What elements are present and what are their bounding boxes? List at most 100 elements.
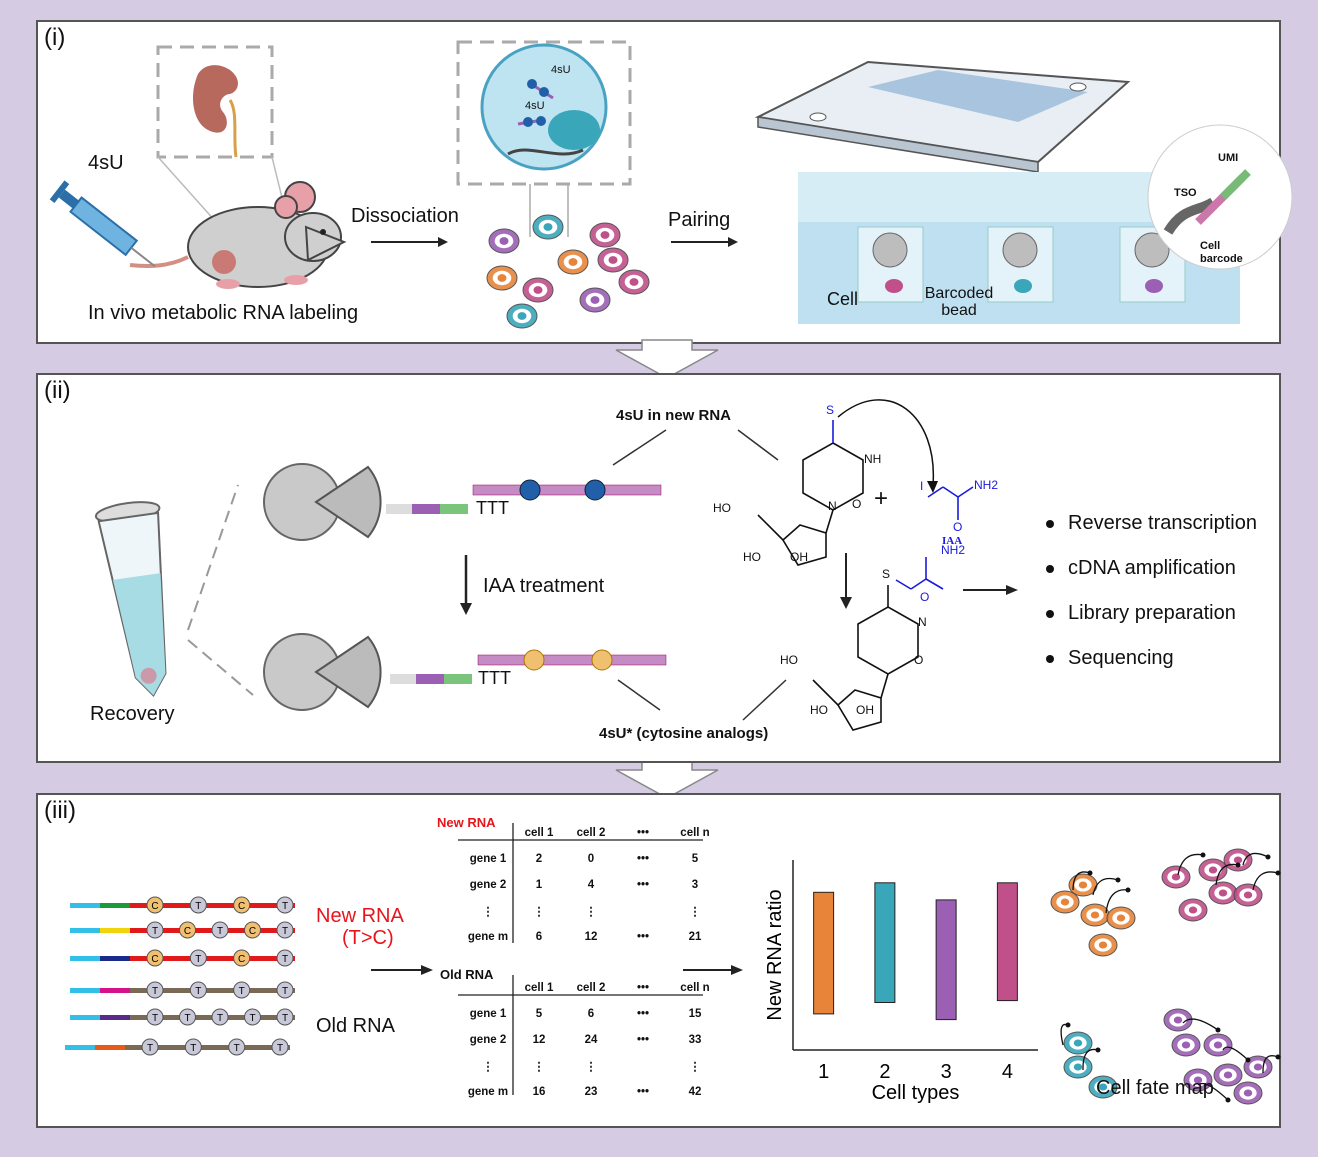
new-rna-table-title: New RNA xyxy=(437,815,496,830)
base-label: T xyxy=(152,1013,158,1024)
nucleotide xyxy=(244,1008,261,1026)
nucleotide xyxy=(146,921,164,939)
4su-labeled-rna-icon xyxy=(517,79,554,127)
nucleotide xyxy=(228,1038,246,1056)
column-header: cell 2 xyxy=(576,827,606,839)
table-cell: ••• xyxy=(636,853,650,865)
table-cell: ⋮ xyxy=(533,906,545,918)
base-label: T xyxy=(195,901,201,912)
cell-icon xyxy=(1213,1063,1243,1087)
cell-icon xyxy=(1171,1033,1201,1057)
chem-atom: O xyxy=(920,590,930,604)
nucleotide xyxy=(184,1038,202,1056)
base-label: T xyxy=(217,1013,223,1024)
trajectory-arrow xyxy=(1182,1018,1221,1033)
table-cell: 6 xyxy=(535,931,543,943)
trajectory-arrow xyxy=(1105,887,1131,914)
4su-star-nucleotide xyxy=(591,649,613,671)
base-label: C xyxy=(238,901,245,912)
cell-barcode-label: Cell barcode xyxy=(1200,240,1243,265)
nucleotide xyxy=(276,981,294,999)
kidney-zoom-box xyxy=(156,45,274,159)
cell-icon xyxy=(1233,883,1263,907)
cell-icon xyxy=(1106,906,1136,930)
4su-tag: 4sU xyxy=(525,100,545,112)
trajectory-arrow xyxy=(1262,1054,1281,1074)
cell-fate-maps xyxy=(1050,848,1281,1105)
cell-icon xyxy=(579,287,611,313)
chem-atom: I xyxy=(920,479,924,493)
base-label: T xyxy=(152,986,158,997)
base-label: C xyxy=(151,954,158,965)
cell-fate-map-label: Cell fate map xyxy=(1096,1077,1214,1099)
base-label: T xyxy=(282,986,288,997)
cell-icon xyxy=(1088,1075,1118,1099)
row-header: gene 1 xyxy=(469,1008,507,1020)
base-label: T xyxy=(282,901,288,912)
4su-star-title: 4sU* (cytosine analogs) xyxy=(599,725,769,742)
barcoded-bead xyxy=(872,232,908,268)
cell-icon xyxy=(506,303,538,329)
bullet-icon xyxy=(1046,655,1054,663)
row-header: gene 2 xyxy=(469,879,507,891)
cell-icon xyxy=(1050,890,1080,914)
table-cell: ⋮ xyxy=(585,1061,597,1073)
base-label: T xyxy=(184,1013,190,1024)
nucleotide xyxy=(233,981,251,999)
t-to-c-label: (T>C) xyxy=(342,927,394,949)
cell-icon xyxy=(1063,1031,1093,1055)
base-label: T xyxy=(195,954,201,965)
recovery-label: Recovery xyxy=(90,703,175,725)
table-row: ⋮⋮⋮⋮ xyxy=(463,1053,721,1079)
cell-icon xyxy=(1063,1055,1093,1079)
x-axis-label: Cell types xyxy=(872,1082,960,1104)
chem-atom: NH xyxy=(864,452,882,466)
panel-iii-arrows xyxy=(371,823,743,1095)
step-item: cDNA amplification xyxy=(1042,557,1257,602)
base-label: T xyxy=(147,1043,153,1054)
table-cell: 0 xyxy=(587,853,595,865)
bar xyxy=(874,882,896,1003)
trajectory-arrow xyxy=(1242,852,1271,866)
cell-icon xyxy=(1223,848,1253,872)
y-axis-label: New RNA ratio xyxy=(764,889,786,1020)
x-tick-label: 4 xyxy=(1002,1061,1013,1083)
nucleotide xyxy=(146,981,164,999)
base-label: C xyxy=(184,926,191,937)
4su-structure xyxy=(757,420,864,566)
base-label: T xyxy=(277,1043,283,1054)
step-item: Sequencing xyxy=(1042,647,1257,692)
nucleotide xyxy=(189,949,207,967)
cell-icon xyxy=(1208,881,1238,905)
cell-icon xyxy=(1243,1055,1273,1079)
bead-icon xyxy=(263,463,468,541)
chem-atom: O xyxy=(914,653,924,667)
base-label: T xyxy=(282,926,288,937)
nucleotide xyxy=(211,1008,229,1026)
trajectory-arrow xyxy=(1177,852,1206,876)
table-cell: ••• xyxy=(636,931,650,943)
cell-icon xyxy=(1183,1068,1213,1092)
table-cell: 12 xyxy=(584,931,598,943)
cell-icon xyxy=(522,277,554,303)
step-label: Library preparation xyxy=(1068,602,1236,624)
nucleotide xyxy=(276,949,294,967)
old-rna-label: Old RNA xyxy=(316,1015,395,1037)
table-cell: 16 xyxy=(532,1086,546,1098)
nucleotide xyxy=(189,896,207,914)
chem-atom: OH xyxy=(790,550,808,564)
table-cell: ••• xyxy=(636,1086,650,1098)
table-cell: 3 xyxy=(691,879,699,891)
table-cell: 23 xyxy=(584,1086,598,1098)
tso-label: TSO xyxy=(1174,187,1197,199)
table-cell: ••• xyxy=(636,1008,650,1020)
trajectory-arrow xyxy=(1252,870,1281,891)
cell-icon xyxy=(597,247,629,273)
cell-label: Cell xyxy=(827,289,859,309)
row-header: ⋮ xyxy=(482,906,494,918)
